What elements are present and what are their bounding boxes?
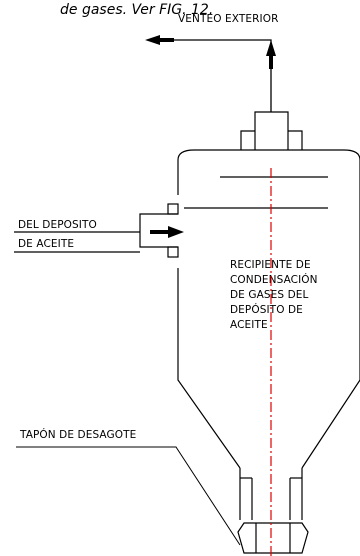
- inlet-arrowhead: [168, 226, 184, 238]
- inlet-nozzle: [14, 203, 179, 258]
- vent-arrow-shaft: [158, 38, 174, 42]
- vessel-label-line-1: RECIPIENTE DE: [230, 259, 311, 271]
- vent-label: VENTEO EXTERIOR: [178, 13, 278, 25]
- vessel-body-outline: [177, 149, 360, 469]
- drain-leader-line: [16, 446, 241, 546]
- vessel-top-neck: [240, 111, 303, 150]
- vessel-label-line-3: DE GASES DEL: [230, 289, 308, 301]
- inlet-arrow-shaft: [150, 230, 170, 234]
- drain-label: TAPÓN DE DESAGOTE: [19, 428, 136, 441]
- vent-up-arrow-shaft: [269, 55, 273, 69]
- inlet-label-line-2: DE ACEITE: [18, 238, 74, 250]
- vent-pipe-line: [148, 39, 272, 112]
- inlet-label-line-1: DEL DEPOSITO: [18, 219, 97, 231]
- drain-plug-nut: [237, 522, 309, 554]
- vessel-label-line-5: ACEITE: [230, 319, 268, 331]
- vessel-label-line-2: CONDENSACIÓN: [230, 273, 318, 286]
- vessel-label-line-4: DEPÓSITO DE: [230, 303, 303, 316]
- vent-up-arrowhead: [266, 40, 276, 56]
- header-fragment: de gases. Ver FIG. 12.: [60, 2, 213, 18]
- vent-left-arrowhead: [145, 35, 160, 45]
- drain-pipe: [239, 468, 303, 520]
